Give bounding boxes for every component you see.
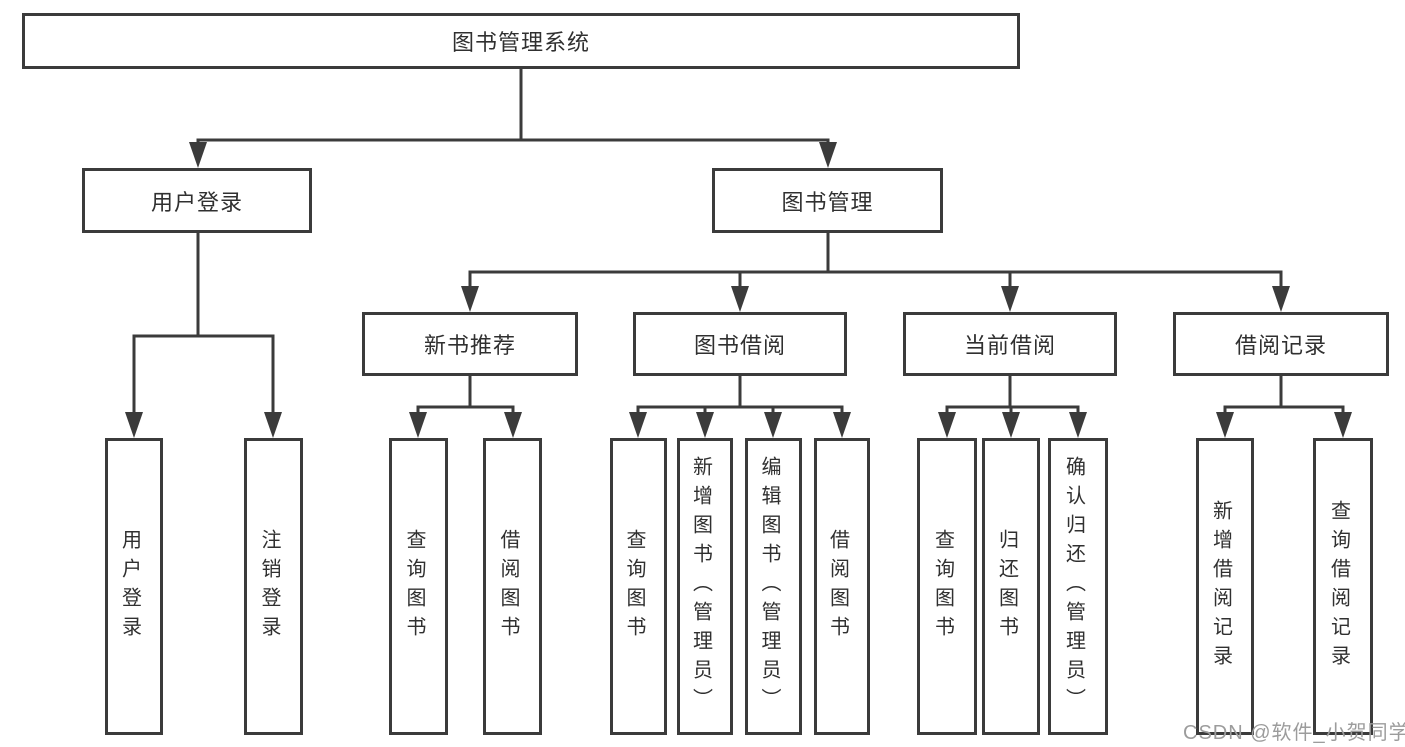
arrowhead bbox=[264, 412, 282, 438]
node-library-system: 图书管理系统 bbox=[22, 13, 1020, 69]
arrowhead bbox=[833, 412, 851, 438]
node-leaf-borrow-books: 借阅图书 bbox=[483, 438, 542, 735]
node-leaf-borrow-books: 借阅图书 bbox=[814, 438, 870, 735]
arrowhead bbox=[189, 142, 207, 168]
connector-records-to-children bbox=[1223, 374, 1345, 416]
arrowhead bbox=[1216, 412, 1234, 438]
node-book-borrowing: 图书借阅 bbox=[633, 312, 847, 376]
node-leaf-logout: 注销登录 bbox=[244, 438, 303, 735]
arrowhead bbox=[125, 412, 143, 438]
connector-newbook-to-children bbox=[416, 374, 515, 416]
csdn-watermark: CSDN @软件_小贺同学 bbox=[1183, 722, 1405, 744]
arrowhead bbox=[409, 412, 427, 438]
arrowhead bbox=[461, 286, 479, 312]
arrowhead bbox=[1069, 412, 1087, 438]
node-borrowing-records: 借阅记录 bbox=[1173, 312, 1389, 376]
arrowhead bbox=[819, 142, 837, 168]
arrowhead bbox=[731, 286, 749, 312]
arrowhead bbox=[504, 412, 522, 438]
node-book-management: 图书管理 bbox=[712, 168, 943, 233]
connector-userlogin-to-children bbox=[132, 231, 275, 416]
arrowhead bbox=[629, 412, 647, 438]
connector-current-to-children bbox=[945, 374, 1080, 416]
arrowhead bbox=[696, 412, 714, 438]
node-leaf-edit-books-admin: 编辑图书（管理员） bbox=[745, 438, 802, 735]
node-leaf-query-books: 查询图书 bbox=[610, 438, 667, 735]
node-leaf-query-books: 查询图书 bbox=[917, 438, 977, 735]
arrowhead bbox=[1002, 412, 1020, 438]
arrowhead bbox=[1001, 286, 1019, 312]
node-new-book-recommendation: 新书推荐 bbox=[362, 312, 578, 376]
node-leaf-confirm-return-admin: 确认归还（管理员） bbox=[1048, 438, 1108, 735]
arrowhead bbox=[1334, 412, 1352, 438]
node-leaf-user-login: 用户登录 bbox=[105, 438, 163, 735]
node-leaf-add-books-admin: 新增图书（管理员） bbox=[677, 438, 733, 735]
arrowhead bbox=[1272, 286, 1290, 312]
node-leaf-query-books: 查询图书 bbox=[389, 438, 448, 735]
node-current-borrowing: 当前借阅 bbox=[903, 312, 1117, 376]
connector-borrow-to-children bbox=[636, 374, 844, 416]
arrowhead bbox=[764, 412, 782, 438]
node-leaf-add-borrow-record: 新增借阅记录 bbox=[1196, 438, 1254, 735]
connector-bookmgmt-to-level3 bbox=[468, 231, 1283, 290]
node-leaf-return-books: 归还图书 bbox=[982, 438, 1040, 735]
arrowhead bbox=[938, 412, 956, 438]
node-leaf-query-borrow-record: 查询借阅记录 bbox=[1313, 438, 1373, 735]
node-user-login: 用户登录 bbox=[82, 168, 312, 233]
connector-root-to-level2 bbox=[196, 67, 830, 146]
